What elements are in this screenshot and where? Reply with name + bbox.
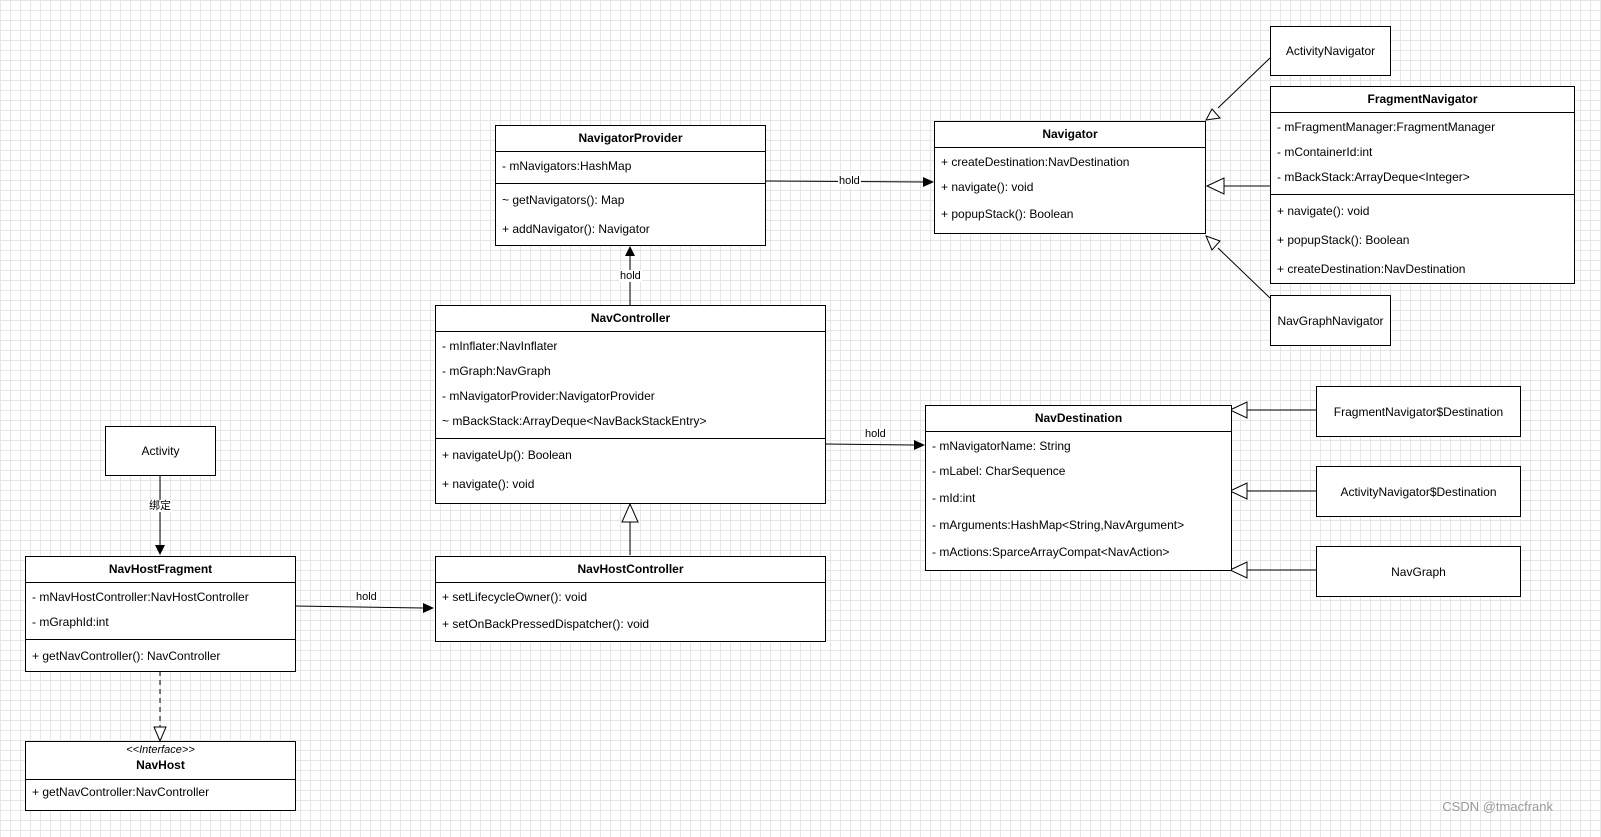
class-name: FragmentNavigator (1271, 87, 1574, 113)
methods-section: + navigate(): void + popupStack(): Boole… (1271, 195, 1574, 288)
class-nav-graph-navigator[interactable]: NavGraphNavigator (1270, 295, 1391, 346)
methods-section: + setLifecycleOwner(): void + setOnBackP… (436, 583, 825, 643)
field: - mLabel: CharSequence (932, 464, 1066, 478)
bind-label: 绑定 (148, 500, 172, 512)
methods-section: + createDestination:NavDestination + nav… (935, 148, 1205, 233)
hold-label: hold (619, 270, 642, 282)
class-name: Activity (141, 444, 180, 458)
class-nav-graph[interactable]: NavGraph (1316, 546, 1521, 597)
class-name: NavigatorProvider (496, 126, 765, 152)
class-name: NavHostController (436, 557, 825, 583)
class-activity-navigator-destination[interactable]: ActivityNavigator$Destination (1316, 466, 1521, 517)
field: - mGraph:NavGraph (442, 364, 551, 378)
class-fragment-navigator-destination[interactable]: FragmentNavigator$Destination (1316, 386, 1521, 437)
method: + createDestination:NavDestination (941, 155, 1130, 169)
class-name: ActivityNavigator$Destination (1340, 484, 1497, 499)
methods-section: + navigateUp(): Boolean + navigate(): vo… (436, 439, 825, 503)
class-name: ActivityNavigator (1285, 44, 1376, 58)
field: - mNavigatorName: String (932, 439, 1071, 453)
hold-label: hold (355, 591, 378, 603)
field: - mInflater:NavInflater (442, 339, 558, 353)
method: + navigate(): void (941, 180, 1034, 194)
class-activity[interactable]: Activity (105, 426, 216, 476)
stereotype-label: <<Interface>> (126, 744, 195, 756)
field: - mGraphId:int (32, 615, 109, 629)
interface-header: <<Interface>> NavHost (26, 742, 295, 780)
interface-nav-host[interactable]: <<Interface>> NavHost + getNavController… (25, 741, 296, 811)
class-activity-navigator[interactable]: ActivityNavigator (1270, 26, 1391, 76)
class-name: NavController (436, 306, 825, 332)
fields-section: - mFragmentManager:FragmentManager - mCo… (1271, 113, 1574, 195)
class-name: NavHost (136, 758, 185, 772)
method: ~ getNavigators(): Map (502, 193, 625, 207)
class-navigator-provider[interactable]: NavigatorProvider - mNavigators:HashMap … (495, 125, 766, 246)
class-name: NavDestination (926, 406, 1231, 432)
class-nav-destination[interactable]: NavDestination - mNavigatorName: String … (925, 405, 1232, 571)
method: + popupStack(): Boolean (1277, 233, 1410, 247)
class-name: Navigator (935, 122, 1205, 148)
class-nav-host-fragment[interactable]: NavHostFragment - mNavHostController:Nav… (25, 556, 296, 672)
field: - mNavHostController:NavHostController (32, 590, 249, 604)
field: - mActions:SparceArrayCompat<NavAction> (932, 545, 1170, 559)
method: + getNavController:NavController (32, 785, 210, 799)
field: - mArguments:HashMap<String,NavArgument> (932, 518, 1185, 532)
method: + addNavigator(): Navigator (502, 222, 650, 236)
class-navigator[interactable]: Navigator + createDestination:NavDestina… (934, 121, 1206, 234)
class-fragment-navigator[interactable]: FragmentNavigator - mFragmentManager:Fra… (1270, 86, 1575, 284)
method: + navigateUp(): Boolean (442, 448, 572, 462)
method: + getNavController(): NavController (32, 649, 221, 663)
watermark: CSDN @tmacfrank (1442, 799, 1553, 814)
method: + createDestination:NavDestination (1277, 262, 1466, 276)
field: - mNavigators:HashMap (502, 159, 632, 173)
hold-label: hold (864, 428, 887, 440)
method: + setLifecycleOwner(): void (442, 590, 588, 604)
fields-section: - mNavigatorName: String - mLabel: CharS… (926, 432, 1231, 571)
field: - mFragmentManager:FragmentManager (1277, 120, 1496, 134)
field: ~ mBackStack:ArrayDeque<NavBackStackEntr… (442, 414, 707, 428)
class-name: NavGraphNavigator (1277, 313, 1384, 328)
hold-label: hold (838, 175, 861, 187)
class-name: NavGraph (1391, 564, 1446, 579)
method: + navigate(): void (442, 477, 535, 491)
field: - mContainerId:int (1277, 145, 1373, 159)
fields-section: - mNavigators:HashMap (496, 152, 765, 184)
class-name: NavHostFragment (26, 557, 295, 583)
fields-section: - mNavHostController:NavHostController -… (26, 583, 295, 640)
methods-section: + getNavController(): NavController (26, 640, 295, 675)
class-name: FragmentNavigator$Destination (1333, 404, 1504, 419)
fields-section: - mInflater:NavInflater - mGraph:NavGrap… (436, 332, 825, 439)
method: + navigate(): void (1277, 204, 1370, 218)
class-nav-controller[interactable]: NavController - mInflater:NavInflater - … (435, 305, 826, 504)
field: - mNavigatorProvider:NavigatorProvider (442, 389, 655, 403)
field: - mBackStack:ArrayDeque<Integer> (1277, 170, 1470, 184)
class-nav-host-controller[interactable]: NavHostController + setLifecycleOwner():… (435, 556, 826, 642)
method: + popupStack(): Boolean (941, 207, 1074, 221)
field: - mId:int (932, 491, 976, 505)
methods-section: ~ getNavigators(): Map + addNavigator():… (496, 184, 765, 248)
method: + setOnBackPressedDispatcher(): void (442, 617, 650, 631)
